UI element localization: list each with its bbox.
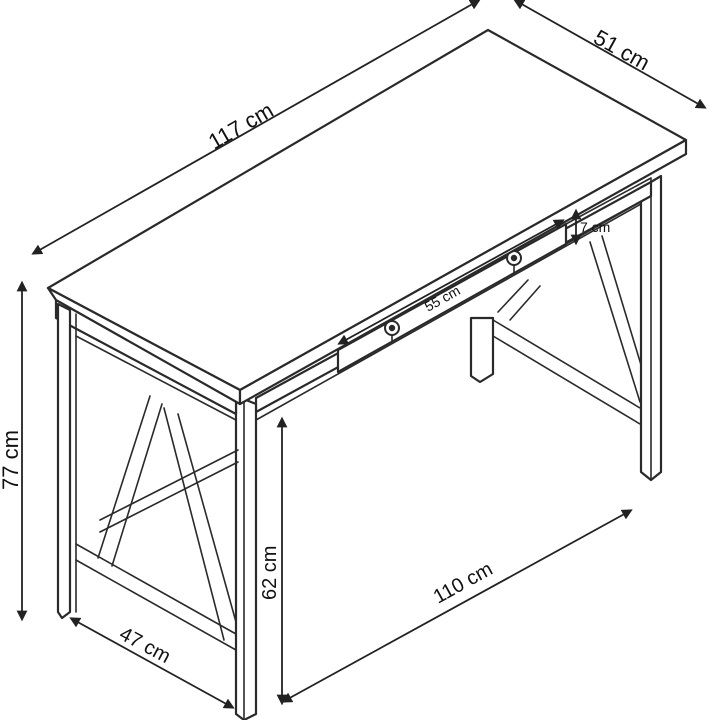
label-77: 77 cm [0,430,23,490]
label-51: 51 cm [590,25,655,76]
bottom-stretcher [99,449,239,533]
desk [46,28,688,720]
label-7: 7 cm [580,219,610,235]
label-117: 117 cm [204,97,278,154]
back-left-leg [56,302,72,620]
label-47: 47 cm [116,623,174,668]
left-x-brace [97,395,237,641]
dim-line-117 [31,0,481,255]
label-62: 62 cm [259,546,281,600]
dim-line-47 [69,617,235,709]
rear-stretcher [492,319,641,425]
drawer-side-panel [565,177,652,245]
label-110: 110 cm [430,558,497,608]
front-left-leg [234,394,258,720]
dimension-lines [16,0,707,709]
back-right-leg [469,316,495,384]
dim-line-51 [513,0,707,109]
dim-line-110 [281,509,633,703]
dim-line-55 [337,219,565,345]
